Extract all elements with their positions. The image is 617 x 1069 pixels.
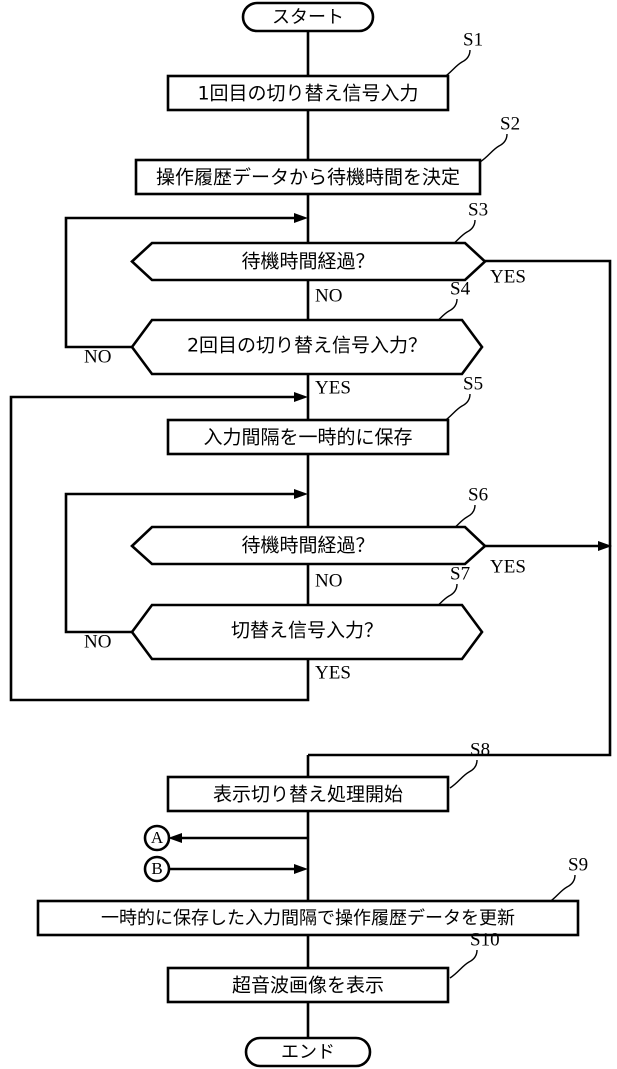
branch-label-s7-no: NO — [84, 631, 111, 652]
leader-s5 — [442, 393, 471, 423]
step-label-s4: S4 — [450, 278, 471, 299]
arrowhead-s4-no-loop — [294, 213, 308, 223]
decision-s6-label: 待機時間経過？ — [241, 535, 374, 557]
edge-s7-no-loop — [64, 492, 300, 634]
process-s1-label: 1回目の切り替え信号入力 — [197, 83, 418, 105]
step-label-s6: S6 — [468, 484, 488, 505]
connector-circle-a[interactable] — [143, 824, 171, 852]
step-label-s10: S10 — [470, 929, 500, 950]
step-label-s5: S5 — [463, 373, 483, 394]
process-s10-label: 超音波画像を表示 — [232, 975, 384, 997]
branch-label-s3-no: NO — [315, 285, 342, 306]
step-label-s2: S2 — [500, 113, 520, 134]
leader-s1 — [442, 49, 471, 79]
leader-s2 — [479, 133, 508, 163]
leader-s10 — [449, 949, 478, 979]
branch-label-s6-yes: YES — [490, 556, 526, 577]
arrowhead-connector-a — [168, 833, 182, 843]
step-label-s1: S1 — [463, 29, 483, 50]
arrowhead-s6-yes — [598, 541, 612, 551]
process-s5-label: 入力間隔を一時的に保存 — [203, 427, 412, 449]
branch-label-s3-yes: YES — [490, 266, 526, 287]
decision-s3[interactable] — [130, 241, 487, 282]
process-s2-label: 操作履歴データから待機時間を決定 — [156, 167, 460, 189]
branch-label-s4-yes: YES — [315, 377, 351, 398]
decision-s4-label: 2回目の切り替え信号入力？ — [187, 335, 427, 357]
arrowhead-s7-yes-loop — [294, 392, 308, 402]
process-s9[interactable] — [36, 899, 580, 937]
decision-s6[interactable] — [130, 525, 487, 566]
terminal-end-label: エンド — [281, 1042, 335, 1063]
process-s8[interactable] — [166, 775, 450, 813]
process-s1[interactable] — [166, 74, 450, 112]
branch-label-s6-no: NO — [315, 570, 342, 591]
terminal-end[interactable] — [244, 1036, 372, 1068]
step-label-s8: S8 — [470, 739, 490, 760]
process-s9-label: 一時的に保存した入力間隔で操作履歴データを更新 — [101, 908, 515, 929]
arrowhead-s7-no-loop — [294, 489, 308, 499]
decision-s3-label: 待機時間経過？ — [241, 251, 374, 273]
branch-label-s4-no: NO — [84, 346, 111, 367]
edge-s7-yes-loop — [9, 395, 310, 702]
step-label-s3: S3 — [468, 199, 488, 220]
arrowhead-connector-b — [294, 864, 308, 874]
leader-s8 — [449, 759, 478, 789]
edge-s4-no-loop — [64, 216, 300, 349]
process-s8-label: 表示切り替え処理開始 — [213, 784, 403, 806]
connector-a-label: A — [151, 828, 164, 847]
terminal-start[interactable] — [241, 1, 375, 33]
leader-s9 — [547, 874, 576, 904]
connector-b-label: B — [151, 859, 162, 878]
process-s10[interactable] — [166, 966, 450, 1004]
decision-s7-label: 切替え信号入力？ — [231, 620, 383, 642]
step-label-s9: S9 — [568, 854, 588, 875]
connector-circle-b[interactable] — [143, 855, 171, 883]
edge-s3-yes-to-s8 — [308, 259, 612, 757]
branch-label-s7-yes: YES — [315, 662, 351, 683]
process-s5[interactable] — [166, 418, 450, 456]
terminal-start-label: スタート — [272, 7, 344, 28]
process-s2[interactable] — [134, 158, 482, 196]
decision-s4[interactable] — [130, 318, 484, 376]
decision-s7[interactable] — [130, 603, 484, 661]
step-label-s7: S7 — [450, 563, 470, 584]
